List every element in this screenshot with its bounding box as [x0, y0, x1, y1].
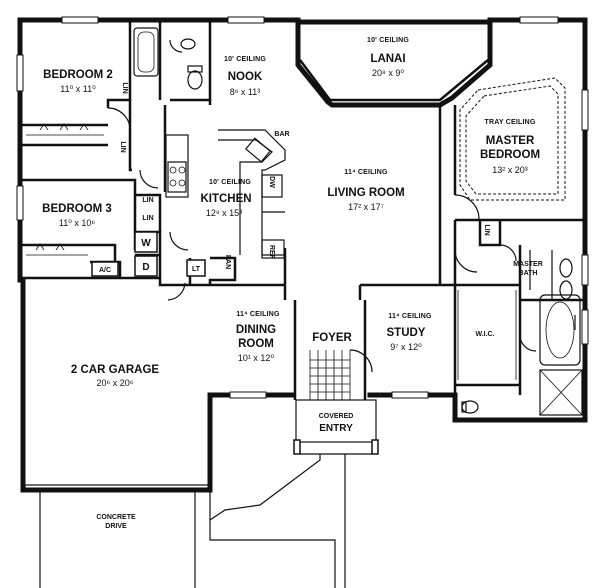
drive-line2: DRIVE: [105, 523, 127, 530]
dryer-tag: D: [142, 262, 149, 273]
tray-ceiling-outline: [459, 77, 566, 201]
bedroom2-dim: 11⁰ x 11⁰: [60, 84, 96, 94]
covered-entry: [293, 399, 379, 455]
master-dim: 13² x 20³: [492, 165, 528, 175]
bar-tag: BAR: [274, 131, 289, 138]
door-swings: [107, 107, 537, 352]
washer: [134, 231, 158, 253]
study-dim: 9⁷ x 12⁰: [390, 342, 422, 352]
living-name: LIVING ROOM: [327, 187, 404, 199]
garage-dim: 20⁶ x 20⁶: [97, 378, 134, 388]
washer-tag: W: [141, 238, 151, 249]
entry-line1: COVERED: [319, 413, 354, 420]
ref-tag: REF: [268, 245, 275, 260]
lin-tag-2: LIN: [142, 215, 153, 222]
lanai-dim: 20⁸ x 9⁰: [372, 68, 404, 78]
room-labels: BEDROOM 2 11⁰ x 11⁰ BEDROOM 3 11⁰ x 10⁶ …: [42, 37, 543, 530]
lanai-glass-wall: [299, 59, 489, 102]
garage-name: 2 CAR GARAGE: [71, 364, 160, 376]
kitchen-ceiling: 10' CEILING: [209, 179, 251, 186]
dining-name-line2: ROOM: [238, 338, 274, 350]
interior-walls: [22, 22, 585, 400]
master-name-line2: BEDROOM: [480, 149, 540, 161]
pan-tag: PAN: [224, 255, 231, 269]
lanai-name: LANAI: [370, 53, 405, 65]
fixture-tags: LIN LIN LIN LIN LIN BAR DW REF A/C W D L…: [99, 82, 490, 274]
wic-name: W.I.C.: [475, 331, 494, 338]
study-ceiling: 11⁴ CEILING: [388, 313, 432, 320]
ac-unit: [91, 261, 119, 277]
nook-name: NOOK: [228, 71, 263, 83]
master-ceiling: TRAY CEILING: [484, 119, 535, 126]
driveway: [39, 454, 346, 588]
nook-ceiling: 10' CEILING: [224, 56, 266, 63]
bedroom3-name: BEDROOM 3: [42, 203, 112, 215]
lin-tag-hall: LIN: [119, 141, 126, 152]
dining-name-line1: DINING: [236, 324, 276, 336]
entry-line2: ENTRY: [319, 423, 353, 434]
garage-door: [24, 484, 211, 492]
bath-fixtures: [133, 27, 583, 416]
exterior-walls: [17, 17, 588, 493]
bedroom2-name: BEDROOM 2: [43, 69, 113, 81]
kitchen-counters: [165, 129, 286, 259]
lt-tag: LT: [192, 266, 201, 273]
dryer: [134, 255, 158, 277]
dining-dim: 10¹ x 12⁰: [238, 353, 275, 363]
foyer-name: FOYER: [312, 332, 352, 344]
lin-tag-1: LIN: [142, 197, 153, 204]
lanai-ceiling: 10' CEILING: [367, 37, 409, 44]
linen-closet-lt: [186, 259, 206, 277]
foyer-tile: [309, 349, 373, 400]
living-ceiling: 11⁴ CEILING: [344, 169, 388, 176]
study-name: STUDY: [387, 327, 426, 339]
lin-tag-bath: LIN: [121, 82, 128, 93]
dw-tag: DW: [268, 176, 275, 188]
tray-ceiling-inner-outline: [465, 85, 559, 195]
windows: [16, 16, 589, 399]
lin-tag-master: LIN: [483, 224, 490, 235]
kitchen-dim: 12⁹ x 15³: [206, 208, 242, 218]
masterbath-line2: BATH: [519, 270, 538, 277]
nook-dim: 8⁶ x 11³: [230, 87, 261, 97]
dining-ceiling: 11⁴ CEILING: [236, 311, 280, 318]
kitchen-name: KITCHEN: [200, 193, 251, 205]
masterbath-line1: MASTER: [513, 261, 543, 268]
ac-tag: A/C: [99, 267, 111, 274]
master-name-line1: MASTER: [486, 135, 535, 147]
drive-line1: CONCRETE: [96, 514, 136, 521]
bedroom3-dim: 11⁰ x 10⁶: [59, 218, 95, 228]
living-dim: 17² x 17⁷: [348, 202, 384, 212]
closet-rods: [26, 123, 517, 380]
